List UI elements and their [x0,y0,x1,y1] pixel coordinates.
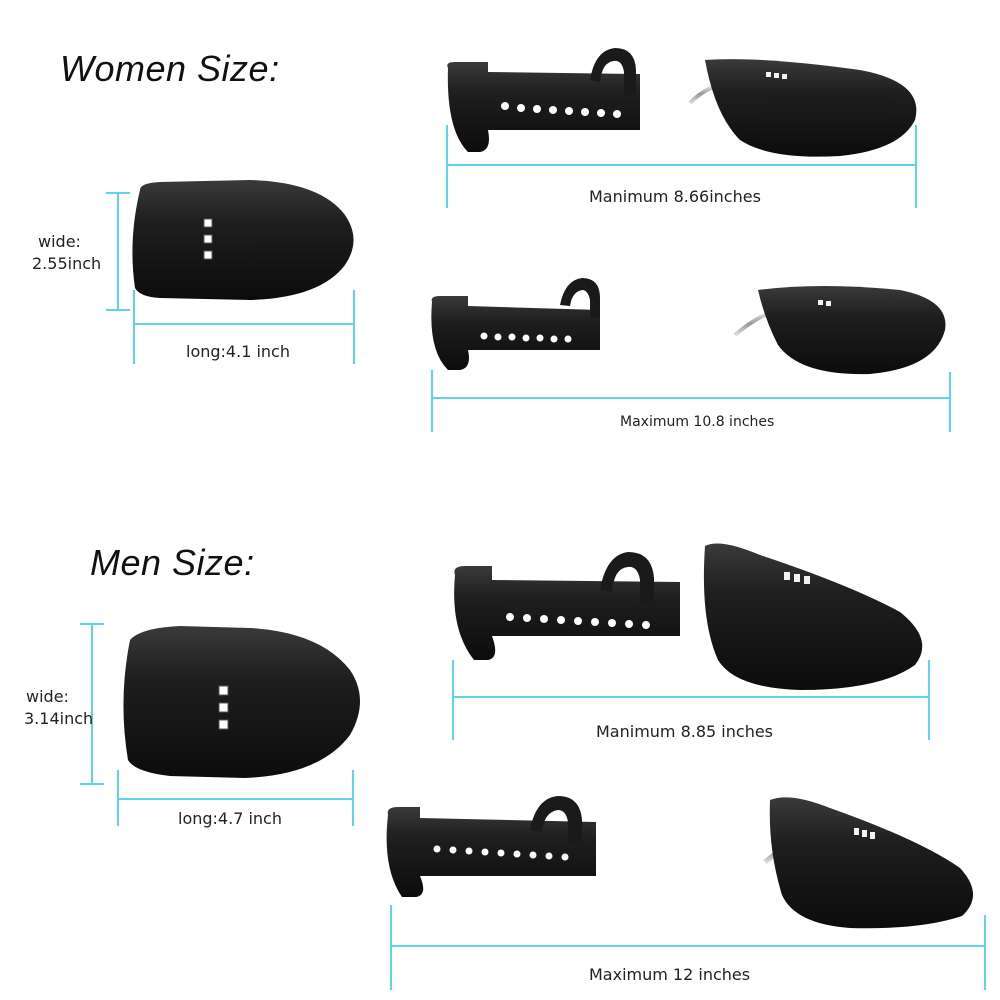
women-max-length-label: Maximum 10.8 inches [620,414,775,430]
women-size-heading: Women Size: [60,48,280,89]
men-toe-dimension-lines [80,623,354,826]
men-max-dimension-line [390,905,986,990]
men-wide-value: 3.14inch [24,709,94,728]
women-toe-dimension-lines [106,192,355,364]
men-shoe-tree-maximum [386,796,974,929]
women-toe-piece [132,180,354,300]
women-long-label: long:4.1 inch [186,342,290,361]
men-size-heading: Men Size: [90,542,255,583]
men-toe-piece [123,626,360,778]
women-shoe-tree-minimum [447,48,917,157]
men-wide-label: wide: [26,687,69,706]
women-wide-value: 2.55inch [32,254,102,273]
women-min-length-label: Manimum 8.66inches [589,187,761,206]
women-max-dimension-line [431,370,951,432]
women-min-dimension-line [446,125,917,208]
women-wide-label: wide: [38,232,81,251]
men-min-dimension-line [452,660,930,740]
men-min-length-label: Manimum 8.85 inches [596,722,774,741]
men-shoe-tree-minimum [454,543,923,690]
men-max-length-label: Maximum 12 inches [589,965,751,984]
women-shoe-tree-maximum [431,278,946,375]
men-long-label: long:4.7 inch [178,809,282,828]
